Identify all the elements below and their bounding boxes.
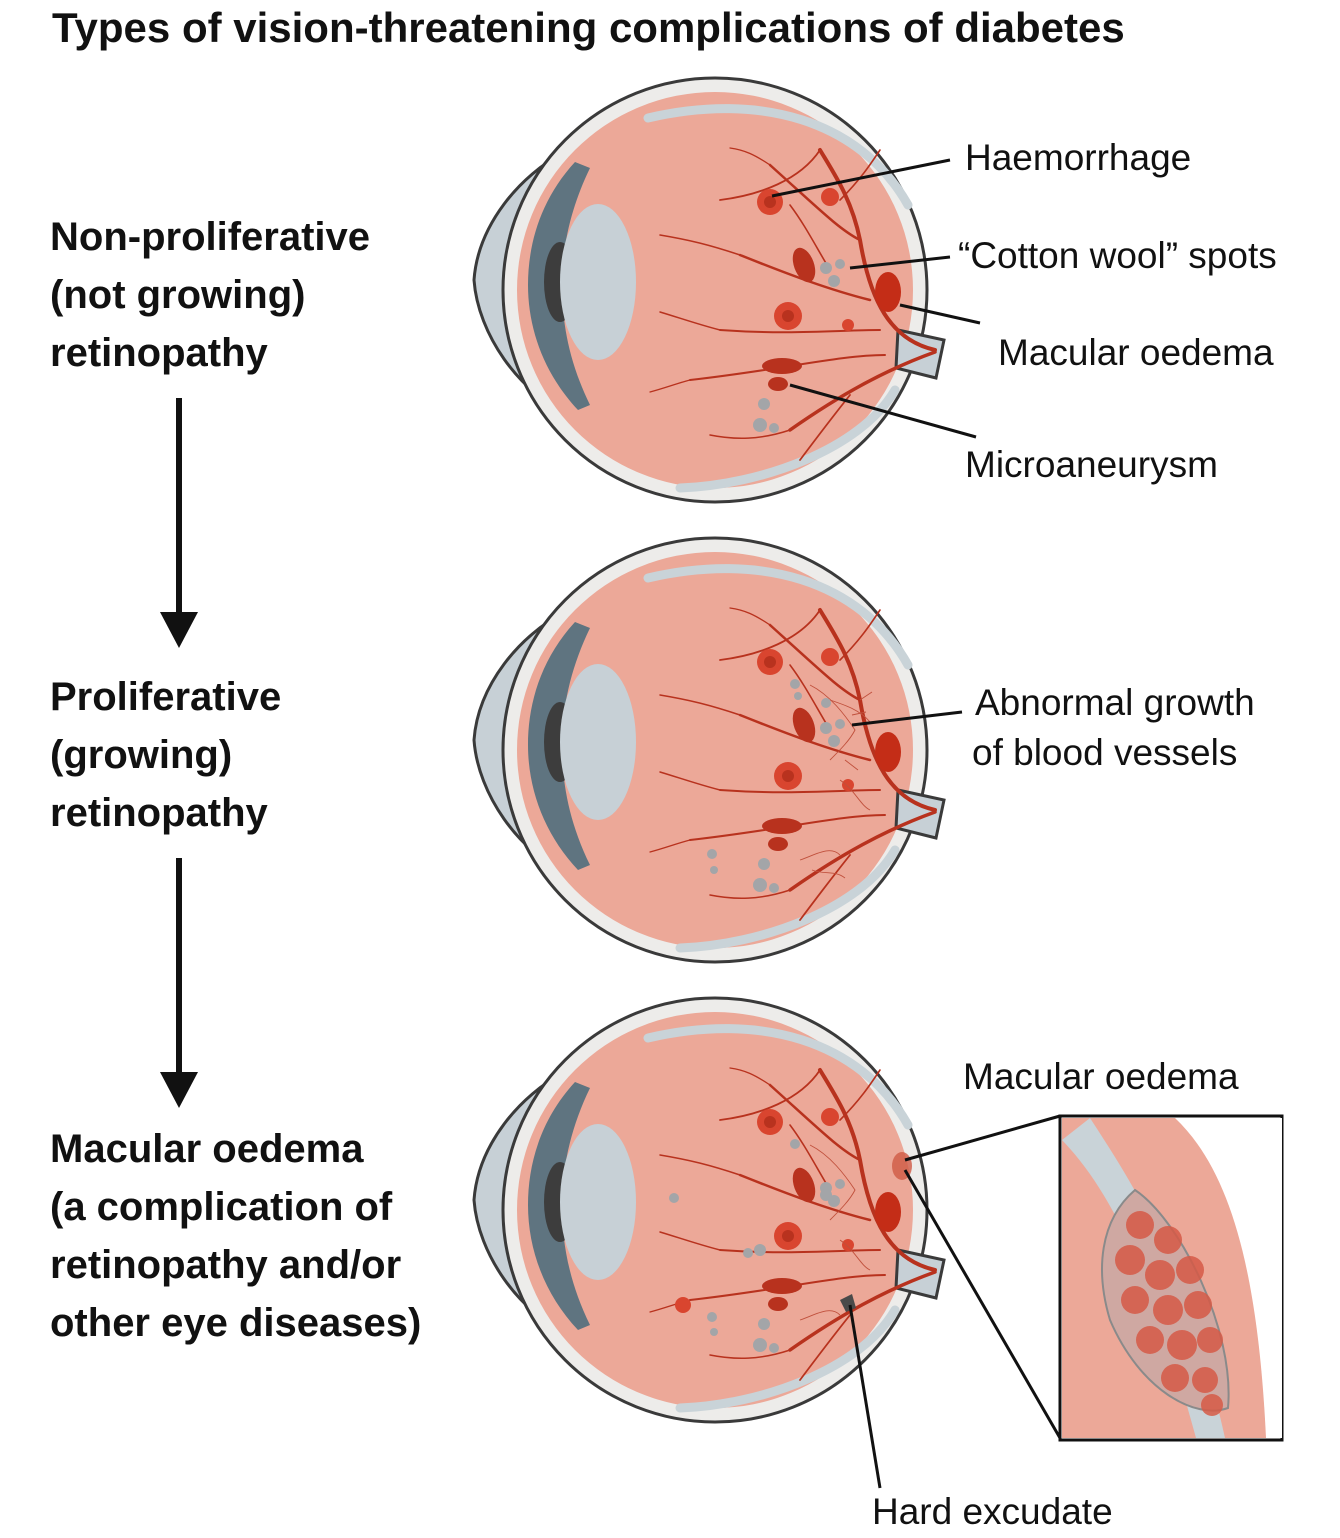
stage-line: retinopathy and/or	[50, 1243, 402, 1287]
stage-line: Macular oedema	[50, 1127, 364, 1171]
stage-line: (not growing)	[50, 273, 306, 317]
stage-line: Proliferative	[50, 675, 282, 719]
label-abnormal-growth-1: Abnormal growth	[975, 682, 1255, 723]
flow-arrow-2	[160, 858, 198, 1108]
abnormal-vessels	[799, 684, 873, 879]
stage-proliferative: Proliferative (growing) retinopathy	[50, 668, 281, 842]
label-abnormal-growth-2: of blood vessels	[972, 732, 1238, 773]
leader-lines	[771, 158, 1062, 1489]
label-macular-oedema-2: Macular oedema	[963, 1056, 1239, 1097]
stage-macular-oedema: Macular oedema (a complication of retino…	[50, 1120, 421, 1352]
eye-illustration-3	[474, 998, 944, 1422]
stage-line: other eye diseases)	[50, 1301, 422, 1345]
stage-line: retinopathy	[50, 791, 268, 835]
stage-line: retinopathy	[50, 331, 268, 375]
flow-arrow-1	[160, 398, 198, 648]
figure-title: Types of vision-threatening complication…	[52, 4, 1125, 51]
eye-illustration-1	[474, 78, 944, 502]
label-cotton-wool-spots: “Cotton wool” spots	[958, 235, 1277, 276]
label-macular-oedema-1: Macular oedema	[998, 332, 1274, 373]
stage-line: Non-proliferative	[50, 215, 371, 259]
hard-exudate-mark	[840, 1294, 856, 1312]
label-microaneurysm: Microaneurysm	[965, 444, 1218, 485]
label-hard-exudate: Hard excudate	[872, 1491, 1113, 1532]
eye-illustration-2	[474, 538, 944, 962]
label-haemorrhage: Haemorrhage	[965, 137, 1192, 178]
stage-line: (a complication of	[50, 1185, 393, 1229]
stage-line: (growing)	[50, 733, 233, 777]
macular-oedema-inset	[1058, 1114, 1284, 1442]
stage-non-proliferative: Non-proliferative (not growing) retinopa…	[50, 208, 370, 382]
